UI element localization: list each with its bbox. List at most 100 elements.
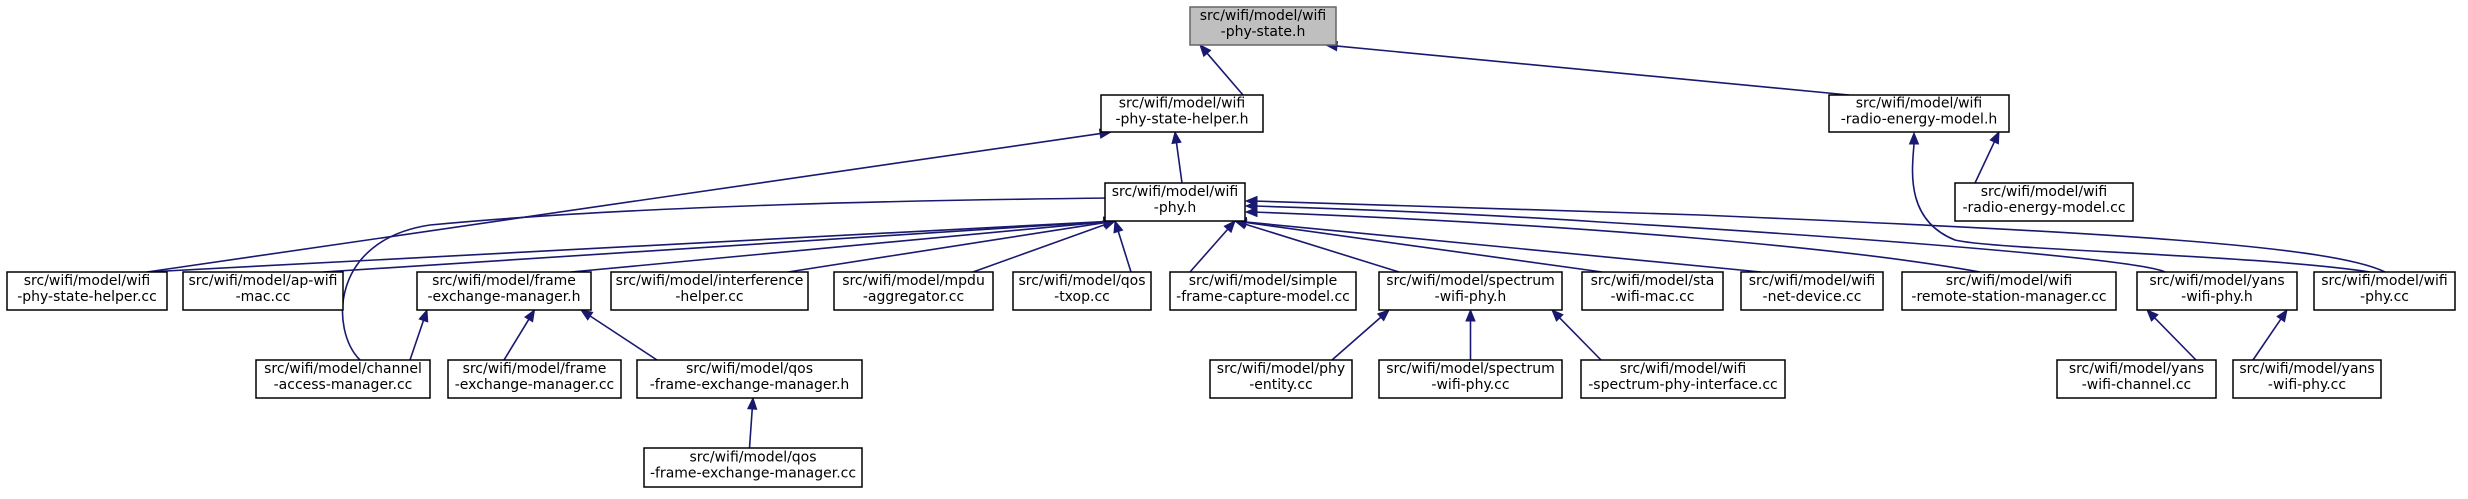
node-phy-entity-cc[interactable]: src/wifi/model/phy-entity.cc — [1209, 359, 1353, 399]
node-box — [1828, 94, 2010, 133]
node-label-line: -phy-state-helper.h — [1115, 112, 1248, 128]
node-spectrum-phy-interface-cc[interactable]: src/wifi/model/wifi-spectrum-phy-interfa… — [1580, 359, 1786, 399]
node-label-line: -phy.cc — [2360, 289, 2409, 305]
node-label-line: -wifi-phy.h — [1435, 289, 1507, 305]
node-label-line: src/wifi/model/wifi — [1981, 184, 2108, 200]
node-qos-frame-exchange-manager-cc[interactable]: src/wifi/model/qos-frame-exchange-manage… — [643, 447, 863, 488]
edge-arrowhead — [579, 309, 594, 321]
node-simple-frame-capture-model-cc[interactable]: src/wifi/model/simple-frame-capture-mode… — [1169, 271, 1357, 311]
edge-arrowhead — [1465, 308, 1476, 322]
node-box — [1189, 6, 1337, 46]
node-sta-wifi-mac-cc[interactable]: src/wifi/model/sta-wifi-mac.cc — [1581, 271, 1724, 311]
edge-arrowhead — [1376, 309, 1390, 322]
node-label-line: -phy.h — [1154, 200, 1196, 216]
edge-arrowhead — [1244, 195, 1258, 207]
node-frame-exchange-manager-cc[interactable]: src/wifi/model/frame-exchange-manager.cc — [447, 359, 622, 399]
node-label-line: -wifi-phy.cc — [1431, 377, 1509, 393]
node-label-line: src/wifi/model/wifi — [1749, 273, 1876, 289]
node-label-line: -radio-energy-model.h — [1841, 112, 1998, 128]
node-wifi-phy-h[interactable]: src/wifi/model/wifi-phy.h — [1104, 182, 1246, 222]
node-box — [1580, 359, 1786, 399]
node-label-line: src/wifi/model/wifi — [1200, 8, 1327, 24]
node-radio-energy-model-h[interactable]: src/wifi/model/wifi-radio-energy-model.h — [1828, 94, 2010, 133]
edge-wifi_phy_cc-to-radio_energy_model_h — [1908, 131, 2371, 273]
edge-line — [146, 132, 1102, 273]
edge-wifi_phy_h-to-phy_state_helper_h — [1171, 130, 1183, 184]
edge-arrowhead — [1171, 130, 1182, 145]
node-label-line: src/wifi/model/mpdu — [842, 273, 985, 289]
node-interference-helper-cc[interactable]: src/wifi/model/interference-helper.cc — [610, 271, 809, 311]
edge-arrowhead — [524, 308, 536, 323]
node-yans-wifi-phy-h[interactable]: src/wifi/model/yans-wifi-phy.h — [2136, 271, 2298, 311]
edge-wifi_phy_cc-to-wifi_phy_h — [1244, 195, 2386, 273]
node-label-line: -txop.cc — [1054, 289, 1110, 305]
node-spectrum-wifi-phy-h[interactable]: src/wifi/model/spectrum-wifi-phy.h — [1378, 271, 1563, 311]
node-box — [2313, 271, 2456, 311]
node-label-line: src/wifi/model/interference — [616, 273, 804, 289]
node-label-line: src/wifi/model/wifi — [1856, 96, 1983, 112]
edge-line — [748, 407, 754, 449]
node-box — [1100, 94, 1264, 133]
node-box — [416, 271, 592, 311]
edge-arrowhead — [1113, 219, 1124, 234]
node-box — [182, 271, 344, 311]
node-box — [610, 271, 809, 311]
edge-phy_entity_cc-to-spectrum_wifi_phy_h — [1331, 309, 1390, 361]
node-box — [1378, 271, 1563, 311]
node-ap-wifi-mac-cc[interactable]: src/wifi/model/ap-wifi-mac.cc — [182, 271, 344, 311]
edge-line — [1252, 200, 2386, 273]
edge-line — [1252, 211, 1981, 273]
node-label-line: src/wifi/model/wifi — [1119, 96, 1246, 112]
edge-qos_frame_exchange_manager_cc-to-qos_frame_exchange_manager_h — [746, 396, 758, 449]
node-frame-exchange-manager-h[interactable]: src/wifi/model/frame-exchange-manager.h — [416, 271, 592, 311]
edge-phy_state_helper_cc-to-wifi_phy_h — [146, 216, 1117, 273]
node-qos-frame-exchange-manager-h[interactable]: src/wifi/model/qos-frame-exchange-manage… — [636, 359, 863, 399]
node-yans-wifi-channel-cc[interactable]: src/wifi/model/yans-wifi-channel.cc — [2056, 359, 2217, 399]
node-phy-state-helper-h[interactable]: src/wifi/model/wifi-phy-state-helper.h — [1100, 94, 1264, 133]
node-phy-state-helper-cc[interactable]: src/wifi/model/wifi-phy-state-helper.cc — [6, 271, 168, 311]
edge-line — [1244, 221, 1762, 273]
node-label-line: src/wifi/model/phy — [1217, 361, 1345, 377]
edge-line — [1244, 221, 1603, 273]
node-label-line: src/wifi/model/yans — [2149, 273, 2284, 289]
node-label-line: src/wifi/model/qos — [689, 450, 816, 466]
node-label-line: -exchange-manager.cc — [455, 377, 615, 393]
edge-line — [1911, 143, 2371, 273]
node-qos-txop-cc[interactable]: src/wifi/model/qos-txop.cc — [1012, 271, 1152, 311]
edge-line — [503, 318, 530, 361]
node-wifi-phy-cc[interactable]: src/wifi/model/wifi-phy.cc — [2313, 271, 2456, 311]
node-channel-access-manager-cc[interactable]: src/wifi/model/channel-access-manager.cc — [255, 359, 431, 399]
node-box — [2136, 271, 2298, 311]
node-label-line: -radio-energy-model.cc — [1962, 200, 2125, 216]
edge-arrowhead — [1199, 43, 1212, 58]
node-label-line: -wifi-phy.cc — [2268, 377, 2346, 393]
node-label-line: -phy-state.h — [1221, 24, 1306, 40]
edge-qos_frame_exchange_manager_h-to-frame_exchange_manager_h — [579, 309, 658, 361]
edge-line — [2153, 316, 2197, 361]
edge-arrowhead — [1551, 309, 1564, 322]
node-yans-wifi-phy-cc[interactable]: src/wifi/model/yans-wifi-phy.cc — [2232, 359, 2382, 399]
node-label-line: src/wifi/model/wifi — [24, 273, 151, 289]
node-wifi-net-device-cc[interactable]: src/wifi/model/wifi-net-device.cc — [1740, 271, 1884, 311]
node-box — [2056, 359, 2217, 399]
node-mpdu-aggregator-cc[interactable]: src/wifi/model/mpdu-aggregator.cc — [833, 271, 994, 311]
node-box — [1012, 271, 1152, 311]
node-box — [255, 359, 431, 399]
edge-arrowhead — [2276, 308, 2288, 323]
node-label-line: src/wifi/model/spectrum — [1386, 273, 1555, 289]
node-spectrum-wifi-phy-cc[interactable]: src/wifi/model/spectrum-wifi-phy.cc — [1378, 359, 1563, 399]
node-radio-energy-model-cc[interactable]: src/wifi/model/wifi-radio-energy-model.c… — [1954, 182, 2134, 222]
edge-line — [972, 223, 1106, 273]
node-box — [1104, 182, 1246, 222]
node-remote-station-manager-cc[interactable]: src/wifi/model/wifi-remote-station-manag… — [1901, 271, 2117, 311]
node-box — [833, 271, 994, 311]
node-label-line: src/wifi/model/qos — [686, 361, 813, 377]
node-label-line: -entity.cc — [1249, 377, 1313, 393]
node-label-line: src/wifi/model/sta — [1591, 273, 1715, 289]
edge-line — [2252, 317, 2283, 361]
edge-arrowhead — [1102, 219, 1117, 230]
edge-line — [588, 314, 658, 361]
edge-arrowhead — [2146, 309, 2159, 322]
node-label-line: -wifi-channel.cc — [2082, 377, 2192, 393]
